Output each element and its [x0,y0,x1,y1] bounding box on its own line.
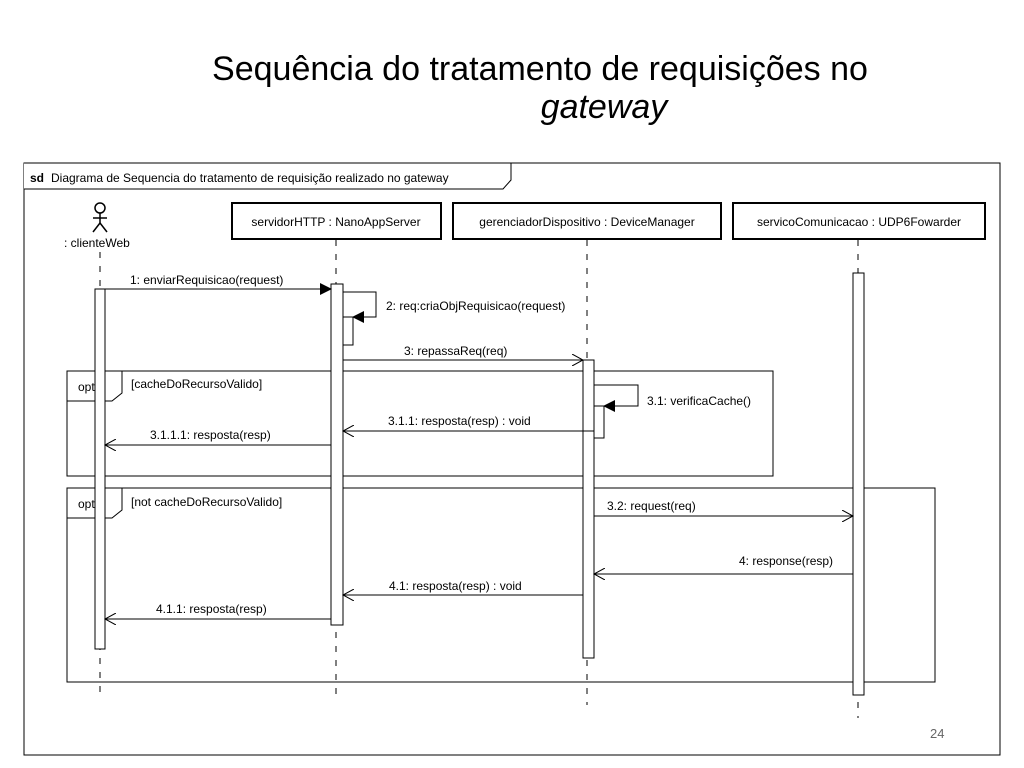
activation-servicocomunicacao [852,272,865,696]
message-4-1-1-label: 4.1.1: resposta(resp) [156,602,267,616]
lifeline-label-gerenciador: gerenciadorDispositivo : DeviceManager [479,215,694,229]
activation-gerenciador [582,359,595,659]
fragment-guard-2: [not cacheDoRecursoValido] [131,495,282,509]
message-3-2-label: 3.2: request(req) [607,499,696,513]
message-3-1-1-1-label: 3.1.1.1: resposta(resp) [150,428,271,442]
fragment-operator-1: opt [78,380,95,394]
lifeline-head-gerenciador [452,202,722,240]
activation-servidorhttp [330,283,344,626]
frame-keyword: sd [30,171,44,185]
message-3-1-arrow [594,384,639,412]
lifeline-head-servicocomunicacao [732,202,986,240]
slide-title-line1: Sequência do tratamento de requisições n… [212,50,868,88]
lifeline-label-servidorhttp: servidorHTTP : NanoAppServer [251,215,420,229]
message-2-arrow [343,291,377,323]
fragment-opt-cache-valid [66,370,774,477]
message-3-1-1-label: 3.1.1: resposta(resp) : void [388,414,531,428]
lifeline-label-servicocomunicacao: servicoComunicacao : UDP6Fowarder [757,215,961,229]
message-4-label: 4: response(resp) [739,554,833,568]
message-2-label: 2: req:criaObjRequisicao(request) [386,299,565,313]
frame-title: Diagrama de Sequencia do tratamento de r… [51,171,449,185]
slide-title: Sequência do tratamento de requisições n… [150,50,930,126]
actor-icon [92,202,108,233]
message-3-label: 3: repassaReq(req) [404,344,507,358]
diagram-frame [23,162,1001,756]
slide-title-line2: gateway [540,88,668,126]
activation-gerenciador-nested [593,405,605,439]
fragment-operator-2: opt [78,497,95,511]
activation-servidorhttp-nested [342,316,354,346]
message-1-label: 1: enviarRequisicao(request) [130,273,283,287]
activation-clienteweb [94,288,106,650]
message-3-1-label: 3.1: verificaCache() [647,394,751,408]
frame-title-tab [24,162,512,190]
actor-label: : clienteWeb [64,236,130,250]
lifeline-head-servidorhttp [231,202,442,240]
fragment-guard-1: [cacheDoRecursoValido] [131,377,262,391]
page-number: 24 [930,726,945,741]
fragment-opt-cache-invalid [66,487,936,683]
message-4-1-label: 4.1: resposta(resp) : void [389,579,522,593]
